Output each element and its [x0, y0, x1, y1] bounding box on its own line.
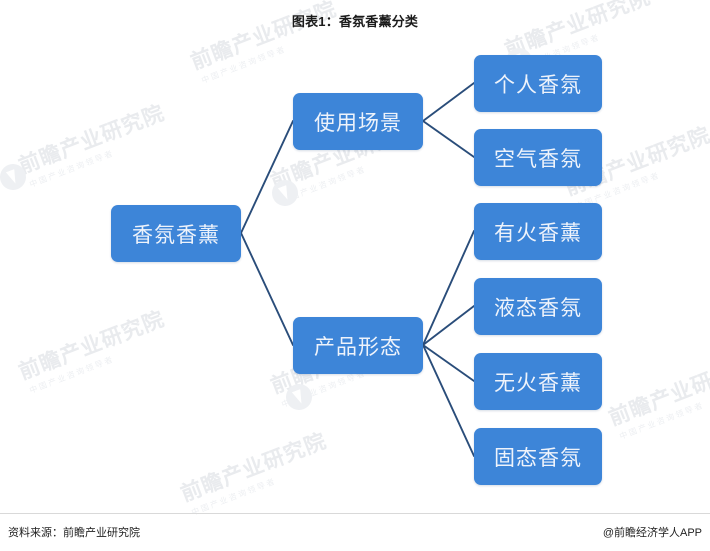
node-leaf-personal-fragrance[interactable]: 个人香氛	[474, 55, 602, 112]
node-label: 固态香氛	[494, 445, 582, 470]
connector-branch-1-to-leaf-2	[422, 230, 475, 346]
brand-note: @前瞻经济学人APP	[602, 527, 702, 539]
connector-branch-0-to-leaf-1	[422, 120, 475, 158]
node-leaf-flame-aroma[interactable]: 有火香薰	[474, 203, 602, 260]
node-label: 空气香氛	[494, 146, 582, 171]
node-leaf-liquid-fragrance[interactable]: 液态香氛	[474, 278, 602, 335]
node-leaf-flameless-aroma[interactable]: 无火香薰	[474, 353, 602, 410]
node-label: 产品形态	[314, 334, 402, 359]
node-label: 液态香氛	[494, 295, 582, 320]
node-leaf-solid-fragrance[interactable]: 固态香氛	[474, 428, 602, 485]
node-leaf-air-fragrance[interactable]: 空气香氛	[474, 129, 602, 186]
node-root[interactable]: 香氛香薰	[111, 205, 241, 262]
node-branch-product-form[interactable]: 产品形态	[293, 317, 423, 374]
connector-branch-1-to-leaf-5	[422, 344, 475, 457]
source-note: 资料来源：前瞻产业研究院	[8, 527, 140, 539]
footer-divider	[0, 513, 710, 514]
connector-branch-0-to-leaf-0	[422, 82, 475, 122]
node-label: 使用场景	[314, 110, 402, 135]
node-label: 无火香薰	[494, 370, 582, 395]
connector-branch-1-to-leaf-3	[422, 305, 475, 346]
connector-branch-1-to-leaf-4	[422, 344, 475, 382]
node-label: 香氛香薰	[132, 222, 220, 247]
node-branch-usage-scenario[interactable]: 使用场景	[293, 93, 423, 150]
connector-root-to-branch-0	[240, 120, 294, 234]
connector-root-to-branch-1	[240, 232, 294, 346]
node-label: 个人香氛	[494, 72, 582, 97]
node-label: 有火香薰	[494, 220, 582, 245]
chart-title: 图表1：香氛香薰分类	[291, 14, 419, 29]
